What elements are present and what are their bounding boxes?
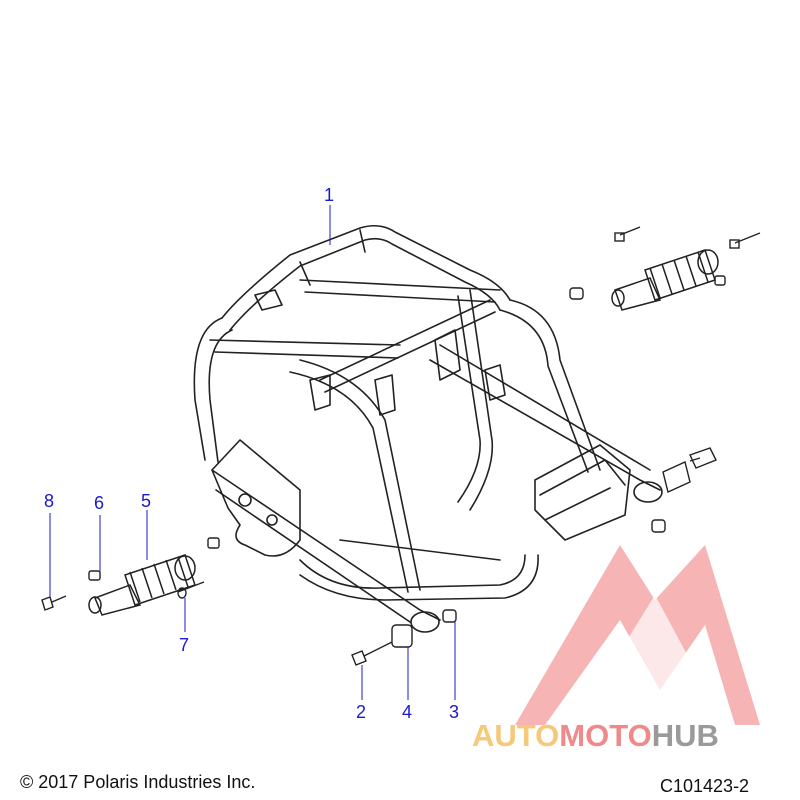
left-shock-absorber xyxy=(88,554,196,616)
callout-5: 5 xyxy=(141,491,152,511)
hardware xyxy=(41,226,761,666)
watermark-hub: HUB xyxy=(651,718,719,753)
copyright-text: © 2017 Polaris Industries Inc. xyxy=(20,772,256,792)
watermark-text: AUTOMOTOHUB xyxy=(472,718,719,754)
callout-7: 7 xyxy=(179,635,190,655)
watermark-moto: MOTO xyxy=(559,718,652,753)
callout-4: 4 xyxy=(402,702,413,722)
frame-assembly xyxy=(193,224,663,633)
diagram-code: C101423-2 xyxy=(660,776,750,796)
callout-3: 3 xyxy=(449,702,460,722)
right-shock-absorber xyxy=(611,249,719,311)
watermark-auto: AUTO xyxy=(472,718,560,753)
callout-8: 8 xyxy=(44,491,55,511)
callout-2: 2 xyxy=(356,702,367,722)
watermark-logo xyxy=(515,545,760,725)
callout-leaders xyxy=(49,205,456,700)
callout-6: 6 xyxy=(94,493,105,513)
callout-1: 1 xyxy=(324,185,335,205)
